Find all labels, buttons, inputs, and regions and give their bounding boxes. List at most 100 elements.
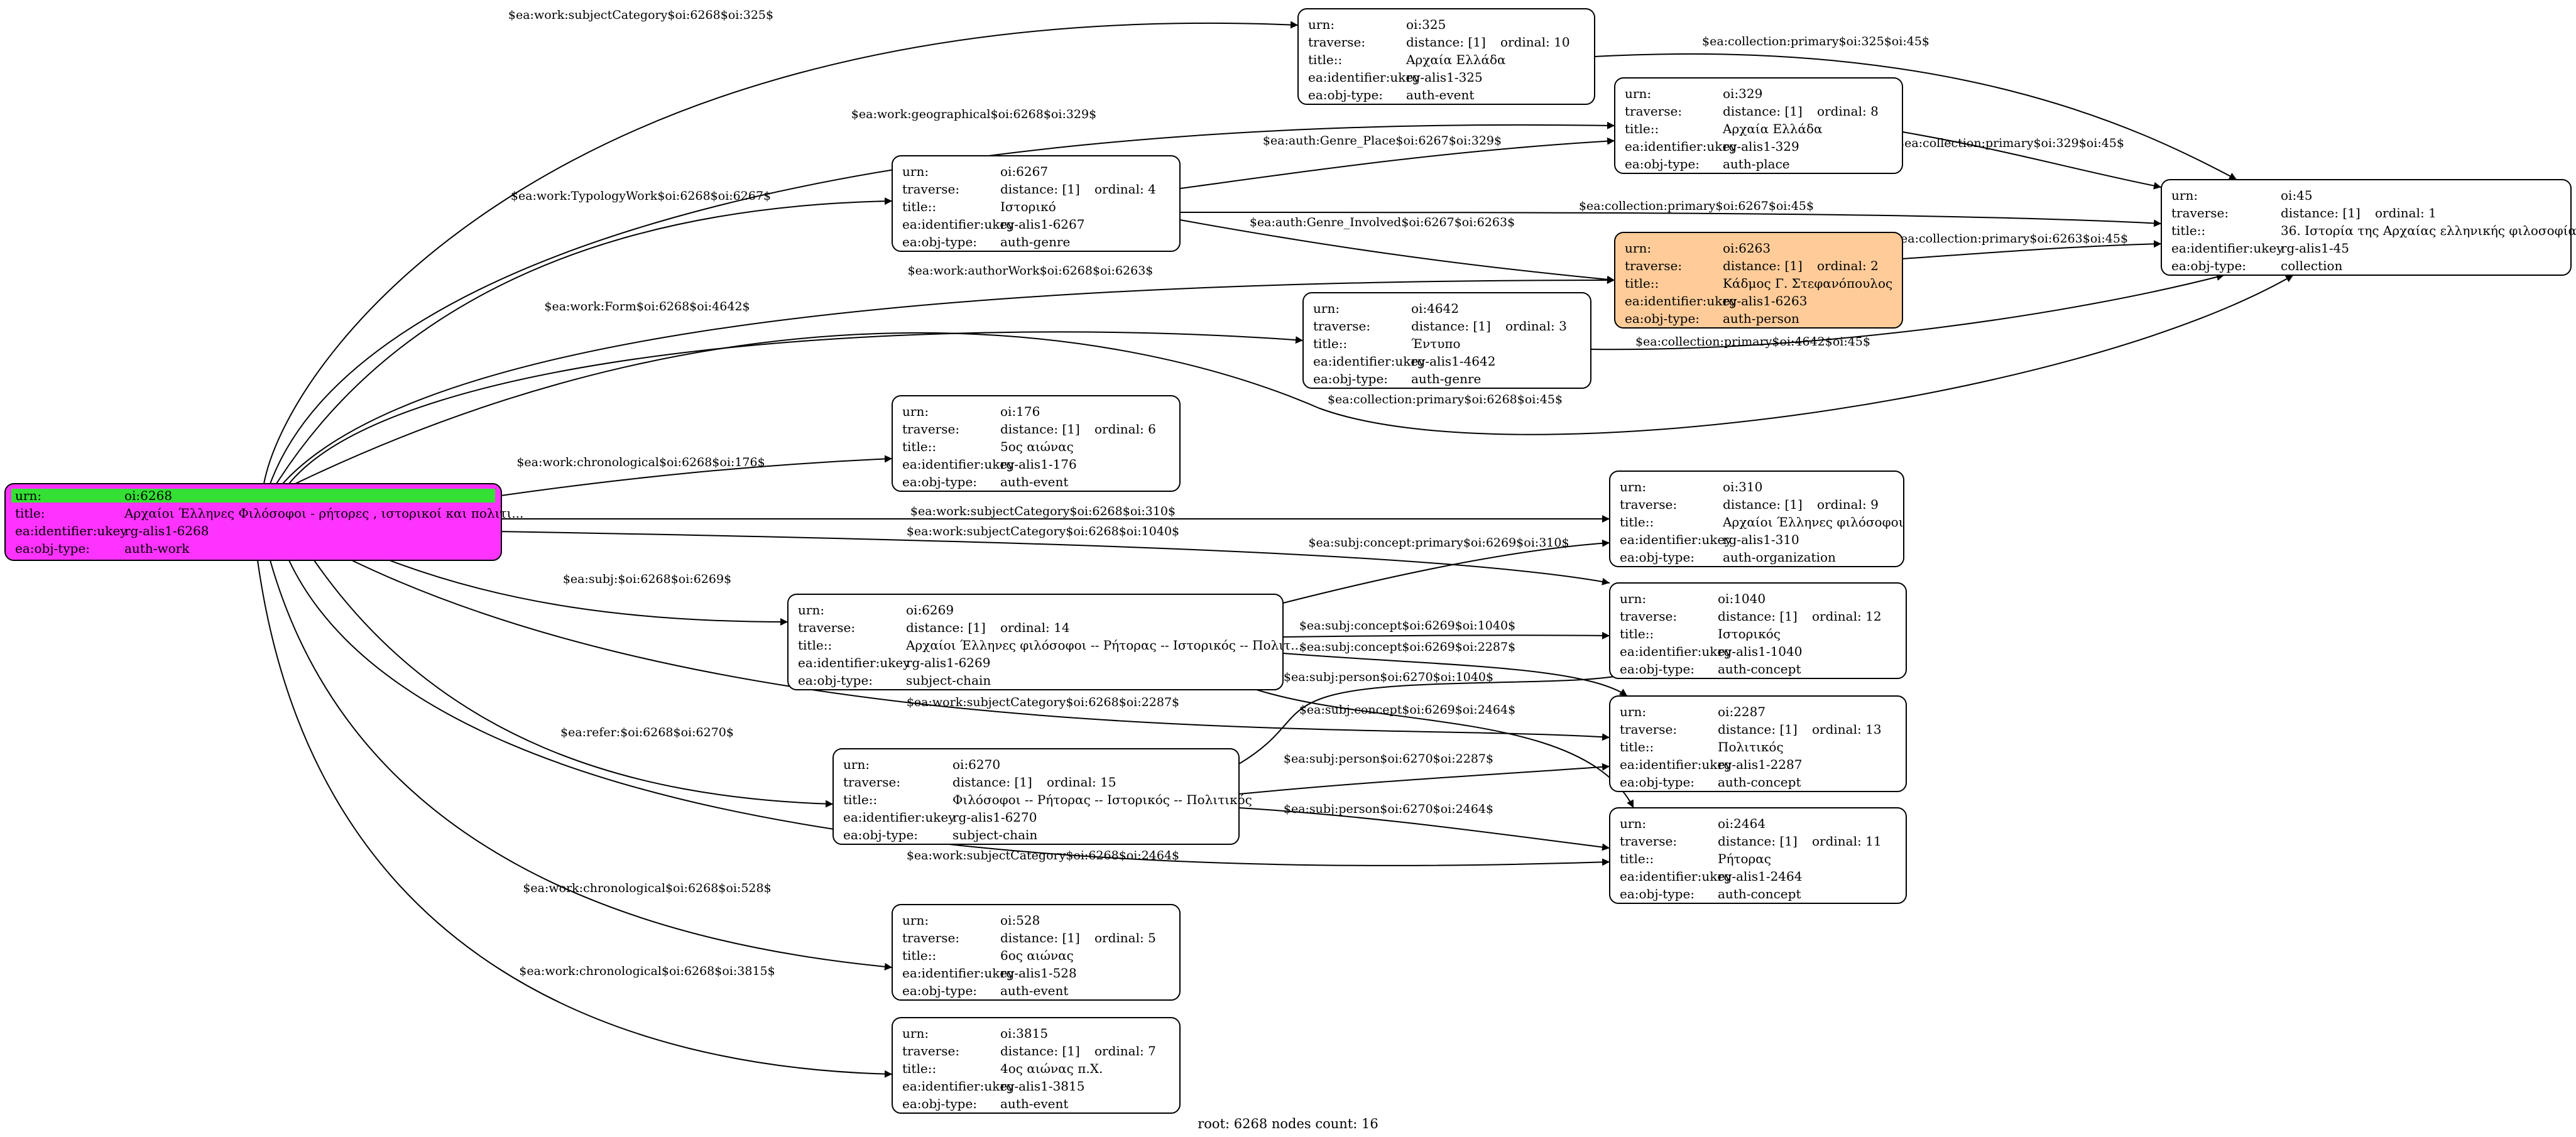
edge-n6267-to-n6263 [1179,219,1615,283]
edge-label: $ea:auth:Genre_Involved$oi:6267$oi:6263$ [1250,215,1515,229]
node-field-value: rg-alis1-1040 [1718,644,1802,659]
node-field-label: ea:obj-type: [902,1096,977,1111]
node-field-label: title:: [2171,223,2205,238]
node-field-value: oi:528 [1000,913,1040,928]
node-box [892,395,1181,492]
node-field-value: oi:45 [2281,188,2313,203]
edge-label: $ea:work:subjectCategory$oi:6268$oi:325$ [508,8,773,22]
node-field-label: urn: [1308,17,1334,32]
node-field-value: distance: [1] [1718,722,1798,737]
edge-n6268-to-n325 [263,21,1299,484]
node-field-value: oi:329 [1723,86,1762,101]
node-field-label: urn: [843,757,870,772]
node-field-value: distance: [1] [952,775,1032,790]
node-box [892,155,1181,252]
node-field-label: ea:obj-type: [798,673,873,688]
node-field-label: urn: [902,913,929,928]
edge-label: $ea:auth:Genre_Place$oi:6267$oi:329$ [1263,134,1502,148]
node-box [892,904,1181,1001]
edge-n6268-to-n45 [295,275,2294,484]
node-field-label: ea:obj-type: [15,541,90,556]
node-field-label: urn: [1620,591,1646,606]
edge-n6269-to-n1040 [1282,631,1610,639]
node-field-value: Ρήτορας [1718,851,1771,866]
edge-n6270-to-n1040 [1238,671,1634,764]
node-field-label: ea:identifier:ukey [1625,293,1737,308]
edge-n6269-to-n2287 [1282,653,1628,697]
node-field-value: Πολιτικός [1718,739,1784,754]
node-ordinal: ordinal: 3 [1505,318,1567,334]
node-field-label: urn: [902,164,929,179]
node-field-label: ea:identifier:ukey [902,1079,1015,1094]
node-field-label: urn: [902,404,929,419]
node-field-value: oi:325 [1406,17,1446,32]
node-field-label: urn: [15,488,41,503]
node-box [1297,8,1595,105]
edge-label: $ea:work:subjectCategory$oi:6268$oi:2464… [907,849,1179,862]
node-box [1609,807,1907,904]
node-field-value: auth-genre [1411,371,1481,386]
edge-n6268-to-n6270 [314,560,834,808]
node-field-label: ea:identifier:ukey [902,966,1015,981]
node-field-value: rg-alis1-4642 [1411,354,1495,369]
node-field-label: title:: [1620,739,1654,754]
edge-n6268-to-n4642 [288,331,1304,484]
node-field-value: auth-event [1000,474,1068,489]
edge-label: $ea:work:geographical$oi:6268$oi:329$ [851,107,1096,121]
edge-label: $ea:collection:primary$oi:6263$oi:45$ [1893,232,2128,246]
edge-n6270-to-n2287 [1238,763,1610,795]
edge-n6263-to-n45 [1902,240,2162,259]
node-field-label: urn: [2171,188,2198,203]
node-field-label: ea:obj-type: [2171,258,2246,273]
edge-n4642-to-n45 [1590,273,2225,351]
node-field-label: traverse: [1308,35,1365,50]
edge-label: $ea:work:TypologyWork$oi:6268$oi:6267$ [511,189,771,203]
node-field-value: rg-alis1-329 [1723,139,1799,154]
node-field-value: auth-place [1723,156,1790,171]
node-field-label: ea:identifier:ukey [1313,354,1426,369]
node-field-value: distance: [1] [906,620,986,635]
node-field-value: distance: [1] [1000,182,1080,197]
node-field-value: Αρχαίοι Έλληνες φιλόσοφοι -- Ρήτορας -- … [905,638,1302,653]
node-field-value: distance: [1] [1411,318,1491,334]
edge-label: $ea:subj:person$oi:6270$oi:2287$ [1284,752,1493,766]
node-field-value: distance: [1] [1000,422,1080,437]
edge-label: $ea:subj:concept$oi:6269$oi:2287$ [1299,640,1515,654]
node-field-label: ea:identifier:ukey [798,655,910,670]
edge-n6268-to-n6267 [276,197,893,484]
node-field-value: 6ος αιώνας [1000,948,1074,963]
node-field-label: traverse: [843,775,900,790]
node-field-label: title: [15,506,45,521]
node-field-label: urn: [902,1026,929,1041]
edge-label: $ea:work:authorWork$oi:6268$oi:6263$ [908,264,1154,278]
node-field-label: traverse: [1625,104,1682,119]
node-field-value: auth-event [1000,983,1068,998]
node-ordinal: ordinal: 6 [1094,422,1156,437]
node-field-label: ea:identifier:ukey [902,457,1015,472]
node-ordinal: ordinal: 15 [1047,775,1116,790]
edge-n6268-to-n6263 [282,276,1615,484]
node-field-value: rg-alis1-2287 [1718,757,1802,772]
node-field-value: rg-alis1-6269 [906,655,990,670]
node-field-value: distance: [1] [1000,1043,1080,1058]
node-field-label: traverse: [1625,258,1682,273]
node-ordinal: ordinal: 1 [2375,205,2437,220]
node-box [1302,292,1591,389]
node-field-label: traverse: [902,182,959,197]
